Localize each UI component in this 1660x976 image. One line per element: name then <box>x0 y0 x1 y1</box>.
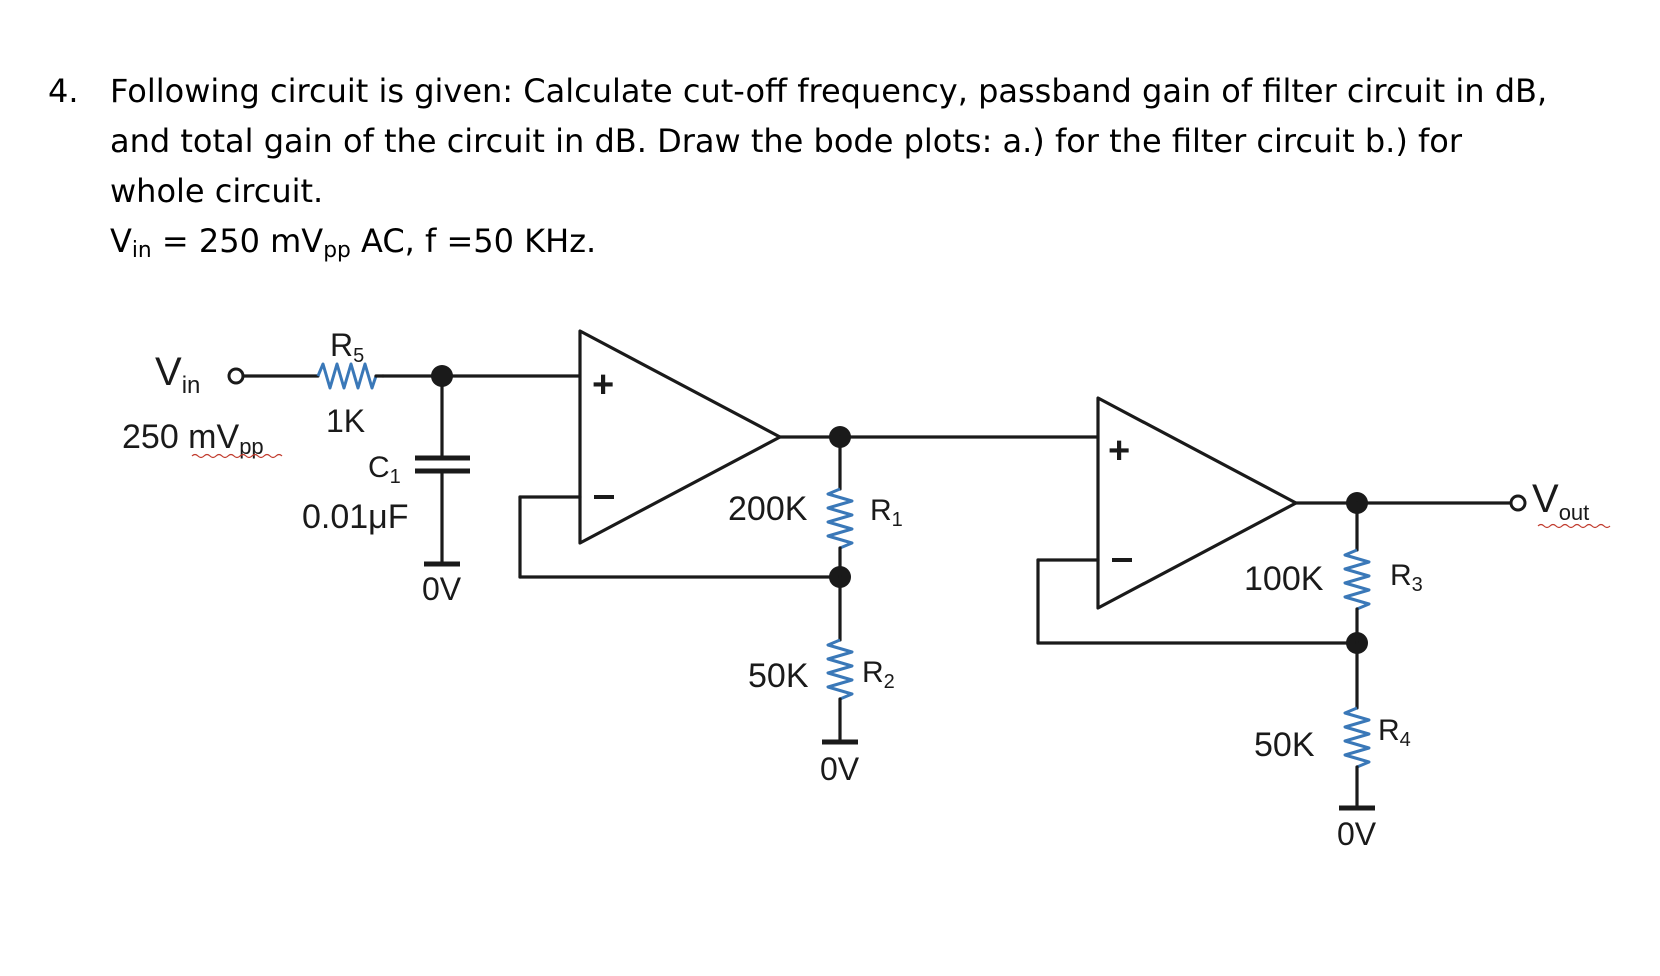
vin-amplitude: = 250 mV <box>151 222 324 260</box>
vin-frequency: AC, f =50 KHz. <box>350 222 597 260</box>
question-line-2: and total gain of the circuit in dB. Dra… <box>110 122 1462 160</box>
vin-label: Vin <box>155 350 200 399</box>
r3-value: 100K <box>1244 560 1324 598</box>
r2-value: 50K <box>748 657 809 695</box>
vin-subscript: in <box>131 237 152 263</box>
r2-label: R2 <box>862 656 895 693</box>
vin-symbol: V <box>110 222 132 260</box>
r4-label: R4 <box>1378 714 1411 751</box>
opamp-2-triangle <box>1096 396 1298 610</box>
vin-terminal <box>227 367 245 385</box>
spellcheck-underline <box>191 453 283 459</box>
ground-label-c1: 0V <box>422 571 462 607</box>
r5-label: R5 <box>330 327 364 367</box>
vout-terminal <box>1509 494 1527 512</box>
vout-label: Vout <box>1532 477 1589 525</box>
spellcheck-underline-vout <box>1537 523 1611 529</box>
vin-pp-subscript: pp <box>323 237 351 263</box>
ground-label-r2: 0V <box>820 751 860 787</box>
c1-label: C1 <box>368 451 401 488</box>
ground-label-r4: 0V <box>1337 816 1377 852</box>
r1-value: 200K <box>728 490 808 528</box>
vin-amplitude-label: 250 mVpp <box>122 418 264 459</box>
question-text: Following circuit is given: Calculate cu… <box>110 66 1590 266</box>
question-line-1: Following circuit is given: Calculate cu… <box>110 72 1548 110</box>
resistor-r3 <box>1343 548 1371 611</box>
resistor-r1 <box>826 487 854 550</box>
input-spec-line: Vin = 250 mVpp AC, f =50 KHz. <box>110 216 1590 266</box>
resistor-r2 <box>826 638 854 701</box>
question-line-3: whole circuit. <box>110 172 324 210</box>
opamp-1-triangle <box>578 329 782 545</box>
r3-label: R3 <box>1390 559 1423 596</box>
r1-label: R1 <box>870 494 903 531</box>
opamp-2-plus-sign: + <box>1108 430 1130 472</box>
resistor-r5 <box>316 362 378 390</box>
r5-value: 1K <box>326 403 365 439</box>
opamp-1-plus-sign: + <box>592 364 614 406</box>
resistor-r4 <box>1343 706 1371 769</box>
r4-value: 50K <box>1254 726 1315 764</box>
c1-value: 0.01μF <box>302 498 409 536</box>
question-number: 4. <box>48 72 79 110</box>
